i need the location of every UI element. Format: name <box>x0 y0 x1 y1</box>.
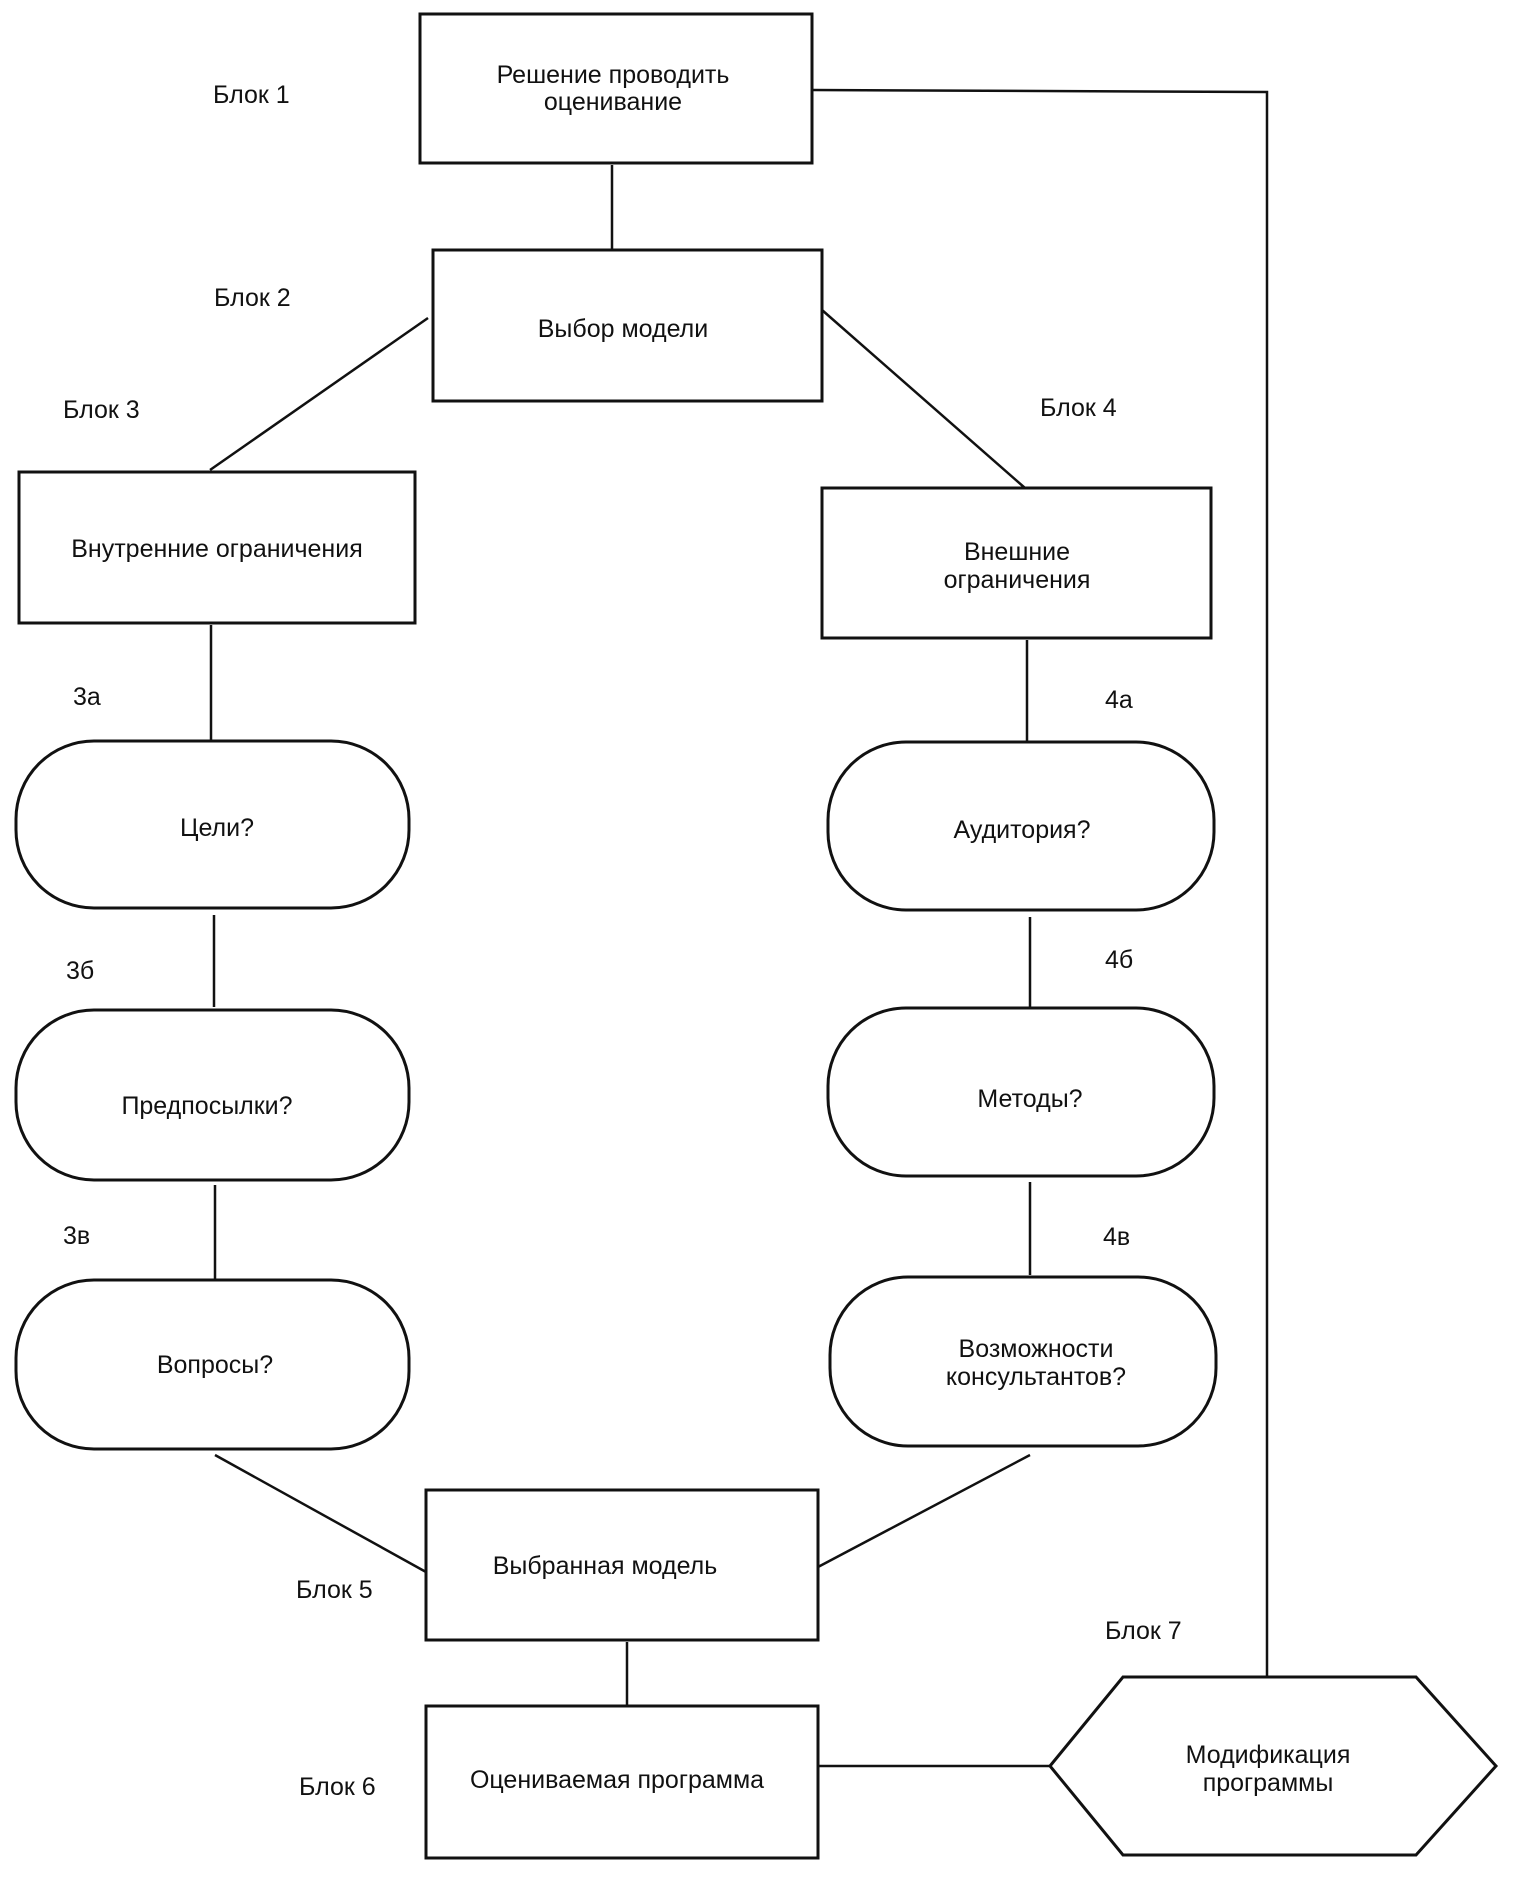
step-3v-line-1: Вопросы? <box>157 1351 273 1379</box>
block-5-line-1: Выбранная модель <box>493 1552 718 1580</box>
step-4a-tag: 4а <box>1105 686 1133 714</box>
block-1-tag: Блок 1 <box>213 81 290 109</box>
step-4v: Возможности консультантов? 4в <box>828 1223 1218 1448</box>
block-7-tag: Блок 7 <box>1105 1617 1182 1645</box>
step-3v: Вопросы? 3в <box>14 1222 411 1451</box>
block-3: Внутренние ограничения Блок 3 <box>17 396 417 625</box>
block-4-line-2: ограничения <box>944 566 1091 594</box>
edge-s4v-b5 <box>817 1453 1031 1569</box>
block-4-tag: Блок 4 <box>1040 394 1117 422</box>
step-4b-line-1: Методы? <box>977 1085 1082 1113</box>
block-1-line-1: Решение проводить <box>497 61 730 89</box>
edge-b2-b4 <box>821 309 1026 489</box>
block-7-line-1: Модификация <box>1186 1741 1351 1769</box>
block-6: Оцениваемая программа Блок 6 <box>299 1704 820 1860</box>
step-3a-tag: 3а <box>73 683 101 711</box>
step-3b-line-1: Предпосылки? <box>121 1092 292 1120</box>
step-3v-tag: 3в <box>63 1222 90 1250</box>
block-5-tag: Блок 5 <box>296 1576 373 1604</box>
block-3-tag: Блок 3 <box>63 396 140 424</box>
step-4b: Методы? 4б <box>826 946 1216 1178</box>
step-3a: Цели? 3а <box>14 683 411 910</box>
connectors <box>209 88 1269 1768</box>
block-6-line-1: Оцениваемая программа <box>470 1766 764 1794</box>
block-2: Выбор модели Блок 2 <box>214 248 824 403</box>
step-3b: Предпосылки? 3б <box>14 957 411 1182</box>
step-4b-tag: 4б <box>1105 946 1133 974</box>
block-4-line-1: Внешние <box>964 538 1070 566</box>
step-3b-tag: 3б <box>66 957 94 985</box>
block-5: Выбранная модель Блок 5 <box>296 1488 820 1642</box>
block-3-line-1: Внутренние ограничения <box>71 535 363 563</box>
block-6-tag: Блок 6 <box>299 1773 376 1801</box>
block-7: Модификация программы Блок 7 <box>1048 1617 1499 1857</box>
block-2-tag: Блок 2 <box>214 284 291 312</box>
block-4: Внешние ограничения Блок 4 <box>820 394 1213 640</box>
step-3a-line-1: Цели? <box>180 814 254 842</box>
step-4v-line-1: Возможности <box>959 1335 1114 1363</box>
block-1: Решение проводить оценивание Блок 1 <box>213 12 814 165</box>
step-4a-line-1: Аудитория? <box>954 816 1091 844</box>
block-7-line-2: программы <box>1203 1769 1334 1797</box>
block-1-line-2: оценивание <box>544 88 682 116</box>
block-2-line-1: Выбор модели <box>538 315 708 343</box>
step-4v-line-2: консультантов? <box>946 1363 1126 1391</box>
step-4v-tag: 4в <box>1103 1223 1130 1251</box>
step-4a: Аудитория? 4а <box>826 686 1216 912</box>
edge-b7-b1-feedback <box>811 88 1269 1677</box>
edge-s3v-b5 <box>214 1453 427 1574</box>
edge-b2-b3 <box>209 316 429 472</box>
